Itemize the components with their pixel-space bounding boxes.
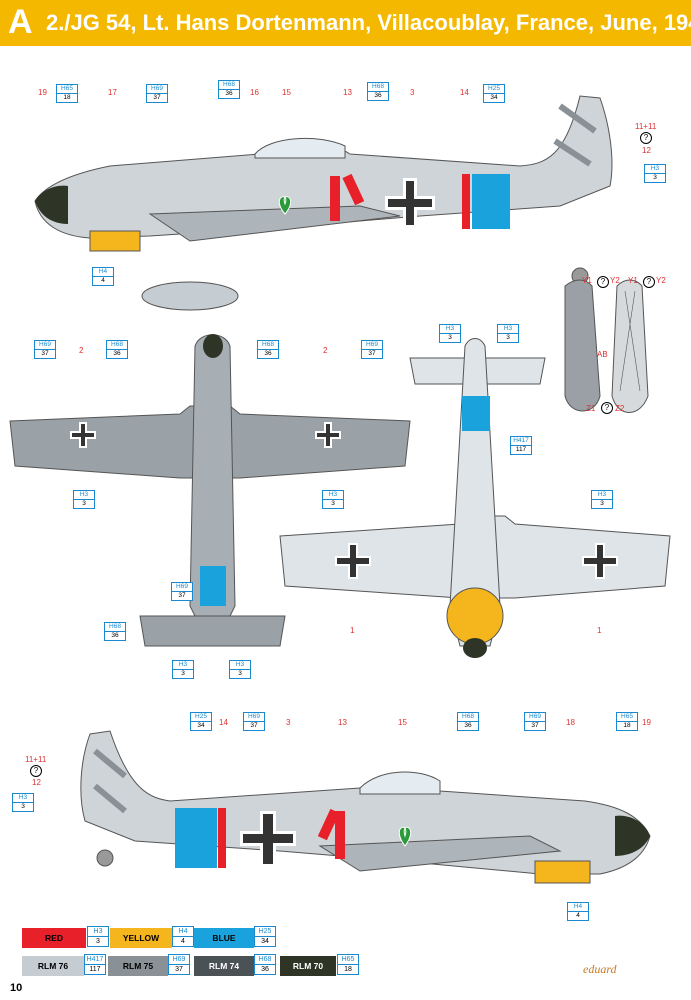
stab-label: 11+11: [25, 755, 47, 764]
legend-swatch-rlm70: RLM 70: [280, 956, 336, 976]
balkenkreuz-icon: [335, 543, 371, 579]
balkenkreuz-icon: [70, 422, 96, 448]
eduard-logo: eduard: [583, 962, 617, 976]
spinner-label: Z2: [615, 404, 625, 413]
stab-label: 11+11: [635, 122, 657, 131]
callout-number: 17: [108, 88, 117, 97]
spinner-label: Z1: [586, 404, 596, 413]
callout-number: 13: [343, 88, 352, 97]
legend-swatch-rlm74: RLM 74: [194, 956, 254, 976]
callout-number: 15: [398, 718, 407, 727]
balkenkreuz-icon: [385, 178, 435, 228]
callout-number: 12: [642, 146, 651, 155]
spinner-label: Y2: [610, 276, 620, 285]
spinner-label: AB: [597, 350, 608, 359]
spinner-label: Y2: [656, 276, 666, 285]
callout-number: 19: [642, 718, 651, 727]
balkenkreuz-icon: [240, 811, 296, 867]
profile-letter: A: [8, 3, 33, 41]
header-banner: A 2./JG 54, Lt. Hans Dortenmann, Villaco…: [0, 0, 691, 46]
callout-number: 1: [350, 626, 355, 635]
callout-number: 12: [32, 778, 41, 787]
upper-view: [9, 334, 411, 647]
callout-number: 16: [250, 88, 259, 97]
aircraft-artwork: [9, 95, 671, 884]
callout-number: 3: [410, 88, 415, 97]
question-icon: ?: [601, 402, 613, 414]
legend-swatch-blue: BLUE: [194, 928, 254, 948]
balkenkreuz-icon: [315, 422, 341, 448]
spinner-label: Y1: [628, 276, 638, 285]
legend-swatch-rlm75: RLM 75: [108, 956, 168, 976]
callout-number: 19: [38, 88, 47, 97]
callout-number: 14: [219, 718, 228, 727]
callout-number: 13: [338, 718, 347, 727]
side-view-bottom: [80, 730, 651, 884]
legend-swatch-rlm76: RLM 76: [22, 956, 84, 976]
lower-view: [279, 338, 671, 658]
callout-number: 18: [566, 718, 575, 727]
callout-number: 2: [79, 346, 84, 355]
question-icon: ?: [30, 765, 42, 777]
side-view-top: [34, 95, 613, 311]
legend-swatch-red: RED: [22, 928, 86, 948]
callout-number: 1: [597, 626, 602, 635]
question-icon: ?: [643, 276, 655, 288]
legend-swatch-yellow: YELLOW: [110, 928, 172, 948]
callout-number: 3: [286, 718, 291, 727]
profile-title: 2./JG 54, Lt. Hans Dortenmann, Villacoub…: [46, 10, 691, 35]
callout-number: 15: [282, 88, 291, 97]
balkenkreuz-icon: [582, 543, 618, 579]
question-icon: ?: [640, 132, 652, 144]
spinner-detail: [564, 279, 649, 413]
page-number: 10: [10, 982, 23, 994]
spinner-label: Y1: [582, 276, 592, 285]
callout-number: 2: [323, 346, 328, 355]
callout-number: 14: [460, 88, 469, 97]
question-icon: ?: [597, 276, 609, 288]
